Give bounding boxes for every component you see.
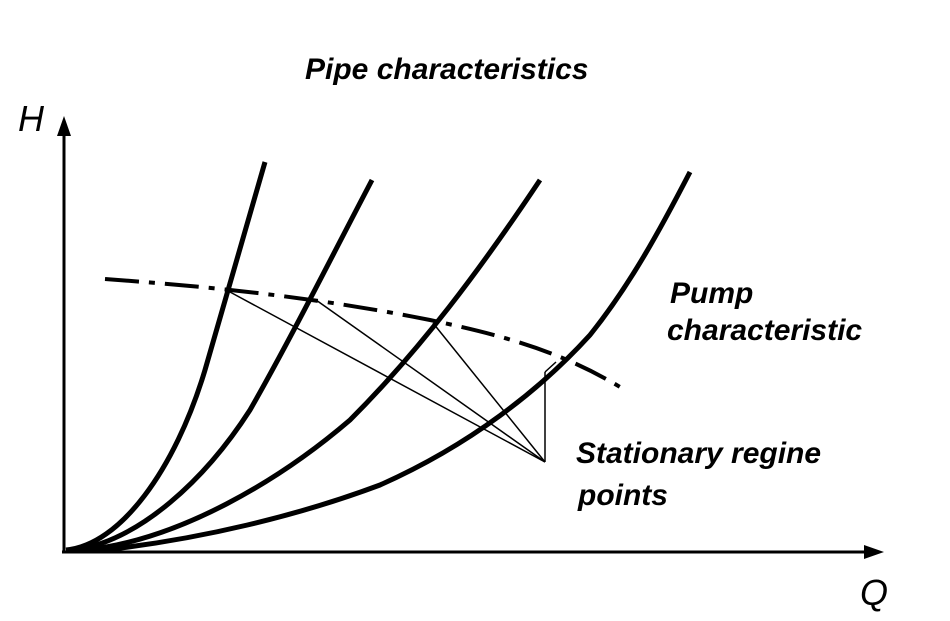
pipe-curve-3 (84, 178, 543, 553)
regime-tick (544, 361, 557, 373)
regime-line-3 (432, 322, 546, 463)
regime-line-2 (315, 299, 546, 463)
stationary-regime-label-line2: points (578, 479, 668, 512)
y-axis-label: H (18, 98, 44, 139)
x-axis-arrow (864, 545, 884, 559)
pipe-characteristics-label: Pipe characteristics (305, 53, 589, 86)
pipe-curve-4 (94, 170, 693, 554)
pump-curve (104, 277, 627, 392)
pump-characteristic-label-line2: characteristic (667, 314, 863, 347)
stationary-regime-label-line1: Stationary regine (576, 437, 822, 470)
pipe-curve-2 (74, 178, 375, 553)
pump-characteristic-label-line1: Pump (670, 277, 754, 310)
regime-line-1 (229, 291, 546, 463)
pipe-curve-1 (65, 161, 268, 553)
y-axis-arrow (57, 116, 71, 136)
x-axis-label: Q (860, 572, 889, 613)
